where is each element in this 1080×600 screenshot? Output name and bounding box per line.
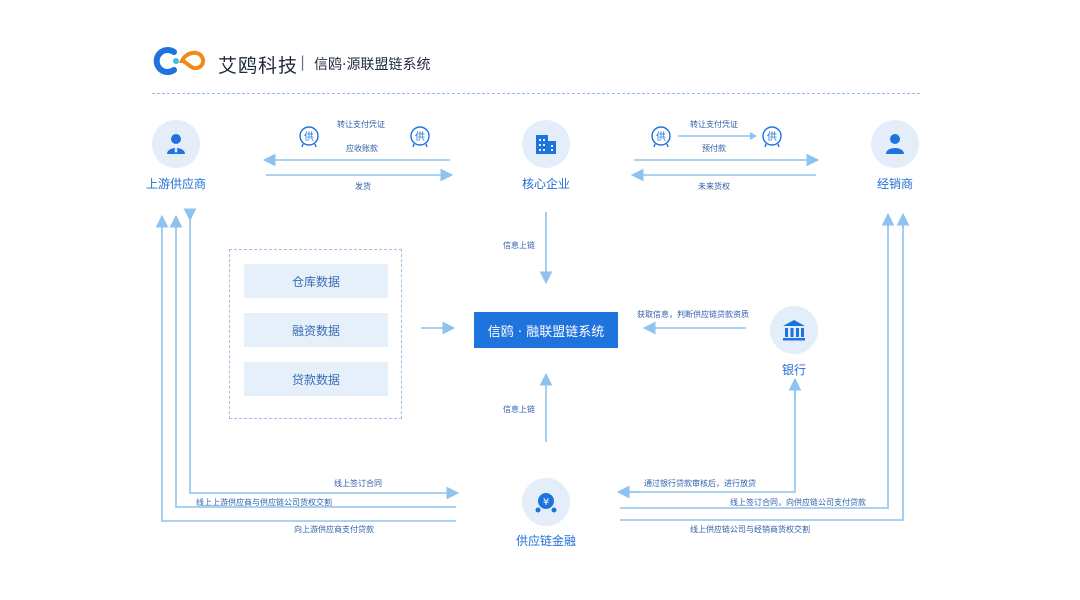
edge-label-right-line2: 线上签订合同，向供应链公司支付贷款: [730, 498, 866, 507]
edge-label-bank-left: 获取信息，判断供应链贷款资质: [637, 310, 749, 319]
data-box-loan: 贷款数据: [244, 362, 388, 396]
edge-label-right-line1: 通过银行贷款审核后，进行放贷: [644, 479, 756, 488]
data-sources-group: [229, 249, 402, 419]
edge-label-left-mid: 应收账款: [346, 144, 378, 153]
brand-separator: |: [300, 53, 306, 71]
edge-label-finance-up: 信息上链: [503, 405, 535, 414]
elbow-right-line3: [620, 218, 904, 521]
core-enterprise-label: 核心企业: [521, 177, 570, 191]
edge-label-right-line3: 线上供应链公司与经销商货权交割: [690, 525, 810, 534]
elbow-right-line2: [620, 218, 889, 509]
badge-char: 供: [304, 130, 314, 143]
distributor-node: [871, 120, 919, 168]
elbow-up-line2: [175, 218, 456, 508]
edge-label-left-top: 转让支付凭证: [337, 120, 385, 129]
building-icon: [536, 135, 556, 154]
brand-subtitle: 信鸥·源联盟链系统: [314, 57, 431, 73]
distributor-label: 经销商: [876, 177, 913, 191]
voucher-badge-icon: 供: [299, 126, 319, 152]
person-icon: [886, 134, 904, 154]
elbow-up-line3: [161, 218, 456, 522]
badge-arrow-right: [678, 132, 757, 140]
voucher-badge-icon: 供: [762, 126, 782, 152]
header-divider: [152, 93, 920, 94]
edge-label-up-line2: 线上上游供应商与供应链公司货权交割: [196, 498, 332, 507]
svg-text:¥: ¥: [543, 497, 549, 508]
edge-label-right-mid: 预付款: [702, 144, 726, 153]
bank-label: 银行: [781, 363, 806, 377]
central-alliance-chain-system: 信鸥 · 融联盟链系统: [474, 312, 618, 348]
badge-char: 供: [767, 130, 777, 143]
upstream-supplier-node: [152, 120, 200, 168]
elbow-up-line1: [183, 208, 460, 500]
edge-label-core-down: 信息上链: [503, 241, 535, 250]
edge-label-right-top: 转让支付凭证: [690, 120, 738, 129]
edge-label-up-line3: 向上游供应商支付贷款: [294, 525, 374, 534]
upstream-supplier-label: 上游供应商: [145, 177, 206, 191]
edge-label-right-bottom: 未来货权: [698, 182, 730, 191]
bank-icon: [783, 320, 805, 341]
badge-char: 供: [415, 130, 425, 143]
finance-icon: ¥: [535, 493, 557, 513]
voucher-badge-icon: 供: [410, 126, 430, 152]
supply-chain-finance-label: 供应链金融: [515, 534, 576, 548]
brand-name: 艾鸥科技: [218, 55, 299, 77]
elbow-bank-loan: [620, 381, 796, 493]
edge-label-up-line1: 线上签订合同: [334, 479, 382, 488]
core-enterprise-node: [522, 120, 570, 168]
person-icon: [167, 134, 185, 154]
supply-chain-finance-node: ¥: [522, 478, 570, 526]
voucher-badge-icon: 供: [651, 126, 671, 152]
badge-char: 供: [656, 130, 666, 143]
brand-logo-icon: [152, 46, 210, 80]
data-box-warehouse: 仓库数据: [244, 264, 388, 298]
data-box-financing: 融资数据: [244, 313, 388, 347]
bank-node: [770, 306, 818, 354]
edge-label-left-bottom: 发货: [355, 182, 371, 191]
